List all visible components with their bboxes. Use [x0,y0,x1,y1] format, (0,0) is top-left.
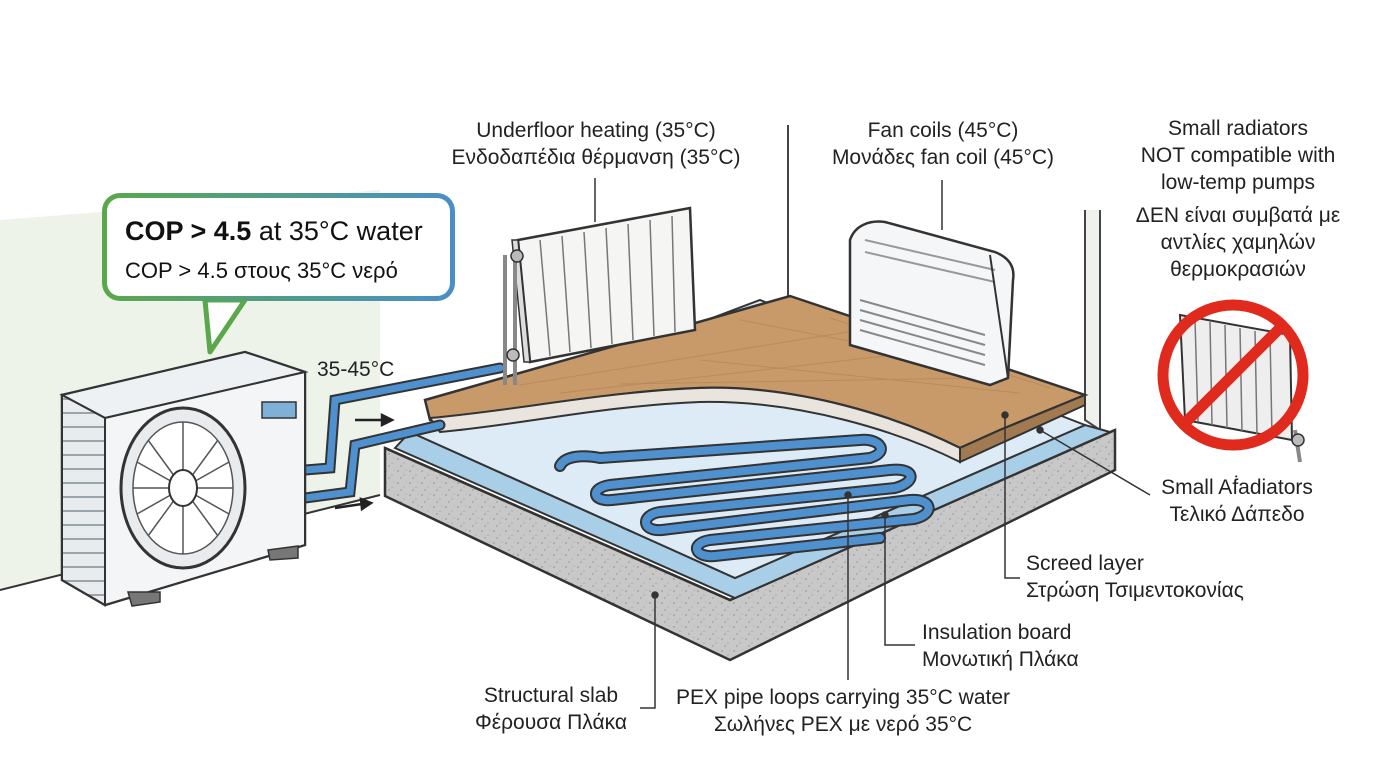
pex-pipe-loops [554,433,935,563]
radiator-icon [503,206,697,385]
fan-coils-label-el: Μονάδες fan coil (45°C) [831,146,1055,169]
finished-floor [423,294,1089,464]
small-radiators-label-greek: ΔΕΝ είναι συμβατά με αντλίες χαμηλών θερ… [1118,202,1358,283]
cop-english: COP > 4.5 at 35°C water [125,216,423,247]
fan-coils-label: Fan coils (45°C) Μονάδες fan coil (45°C) [812,117,1074,171]
small-radiators-label: Small radiators NOT compatible with low-… [1118,115,1358,196]
screed-label-el: Στρώση Τσιμεντοκονίας [1026,579,1244,602]
cop-callout: COP > 4.5 at 35°C water COP > 4.5 στους … [102,193,455,301]
small-radiators-greek-line-2: αντλίες χαμηλών [1160,231,1316,254]
slab-label-en: Structural slab [483,684,619,707]
floor-finish-label-en: Small Aḟadiators [1161,476,1313,499]
supply-pipes [299,362,506,504]
screed-label-en: Screed layer [1026,552,1144,575]
small-radiators-line-1: Small radiators [1167,117,1309,140]
floor-finish-label-el: Τελικό Δάπεδο [1169,503,1305,526]
fan-coil-icon [848,220,1015,387]
underfloor-label: Underfloor heating (35°C) Ενδοδαπέδια θέ… [446,117,746,171]
screed-label: Screed layer Στρώση Τσιμεντοκονίας [1026,550,1244,604]
cop-value: COP > 4.5 [125,216,252,246]
pex-label-en: PEX pipe loops carrying 35°C water [675,686,1011,709]
cop-condition: at 35°C water [251,216,423,246]
slab-label: Structural slab Φέρουσα Πλάκα [468,682,634,736]
right-wall [1084,210,1101,432]
insulation-label-en: Insulation board [922,621,1072,644]
pex-label: PEX pipe loops carrying 35°C water Σωλήν… [668,684,1018,738]
cop-greek: COP > 4.5 στους 35°C νερό [125,258,398,283]
pex-label-el: Σωλήνες PEX με νερό 35°C [713,713,973,736]
small-radiators-line-3: low-temp pumps [1160,171,1316,194]
temperature-range-label: 35-45°C [317,358,395,381]
underfloor-label-en: Underfloor heating (35°C) [476,119,716,142]
fan-coils-label-en: Fan coils (45°C) [867,119,1019,142]
floor-finish-label: Small Aḟadiators Τελικό Δάπεδο [1142,474,1332,528]
leader-lines [640,411,1151,709]
small-radiators-greek-line-3: θερμοκρασιών [1170,258,1306,281]
heat-pump-icon [59,350,309,607]
small-radiators-line-2: NOT compatible with [1140,144,1336,167]
insulation-label-el: Μονωτική Πλάκα [922,648,1079,671]
small-radiators-greek-line-1: ΔΕΝ είναι συμβατά με [1135,204,1341,227]
flow-arrow-icon [334,412,395,512]
slab-label-el: Φέρουσα Πλάκα [474,711,628,734]
underfloor-label-el: Ενδοδαπέδια θέρμανση (35°C) [451,146,741,169]
callout-pointer [202,297,248,355]
insulation-label: Insulation board Μονωτική Πλάκα [922,619,1079,673]
prohibited-radiator-icon [1157,299,1309,463]
